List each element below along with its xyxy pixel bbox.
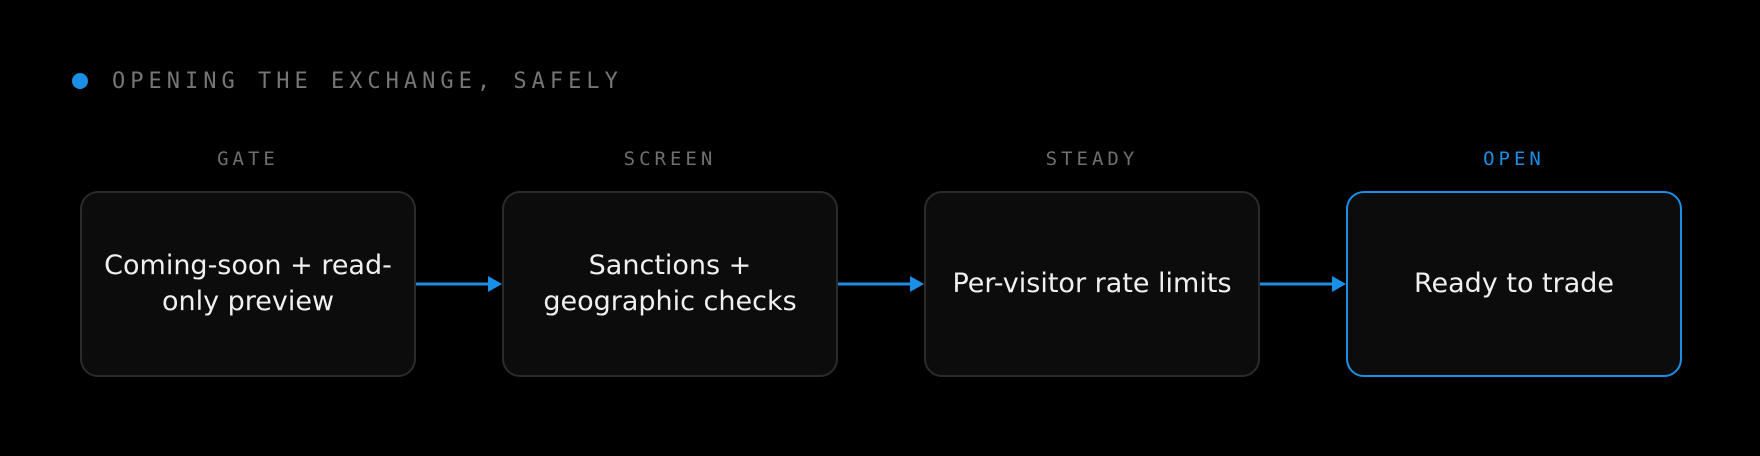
arrow-screen-to-steady [838,276,924,292]
step-box-gate: Coming-soon + read-only preview [80,191,416,377]
step-box-screen: Sanctions + geographic checks [502,191,838,377]
arrow-gate-to-screen [416,276,502,292]
step-label-gate: GATE [217,148,279,170]
diagram-heading: OPENING THE EXCHANGE, SAFELY [72,64,623,98]
step-box-steady: Per-visitor rate limits [924,191,1260,377]
step-label-open: OPEN [1483,148,1545,170]
heading-text: OPENING THE EXCHANGE, SAFELY [112,68,623,94]
arrow-steady-to-open [1260,276,1346,292]
step-text-steady: Per-visitor rate limits [952,268,1232,299]
step-label-steady: STEADY [1045,148,1139,170]
step-text-gate: Coming-soon + read-only preview [104,250,392,317]
bullet-dot-icon [72,73,88,89]
step-box-open: Ready to trade [1346,191,1682,377]
step-text-open: Ready to trade [1413,268,1615,299]
step-text-screen: Sanctions + geographic checks [543,250,797,317]
step-label-screen: SCREEN [623,148,717,170]
